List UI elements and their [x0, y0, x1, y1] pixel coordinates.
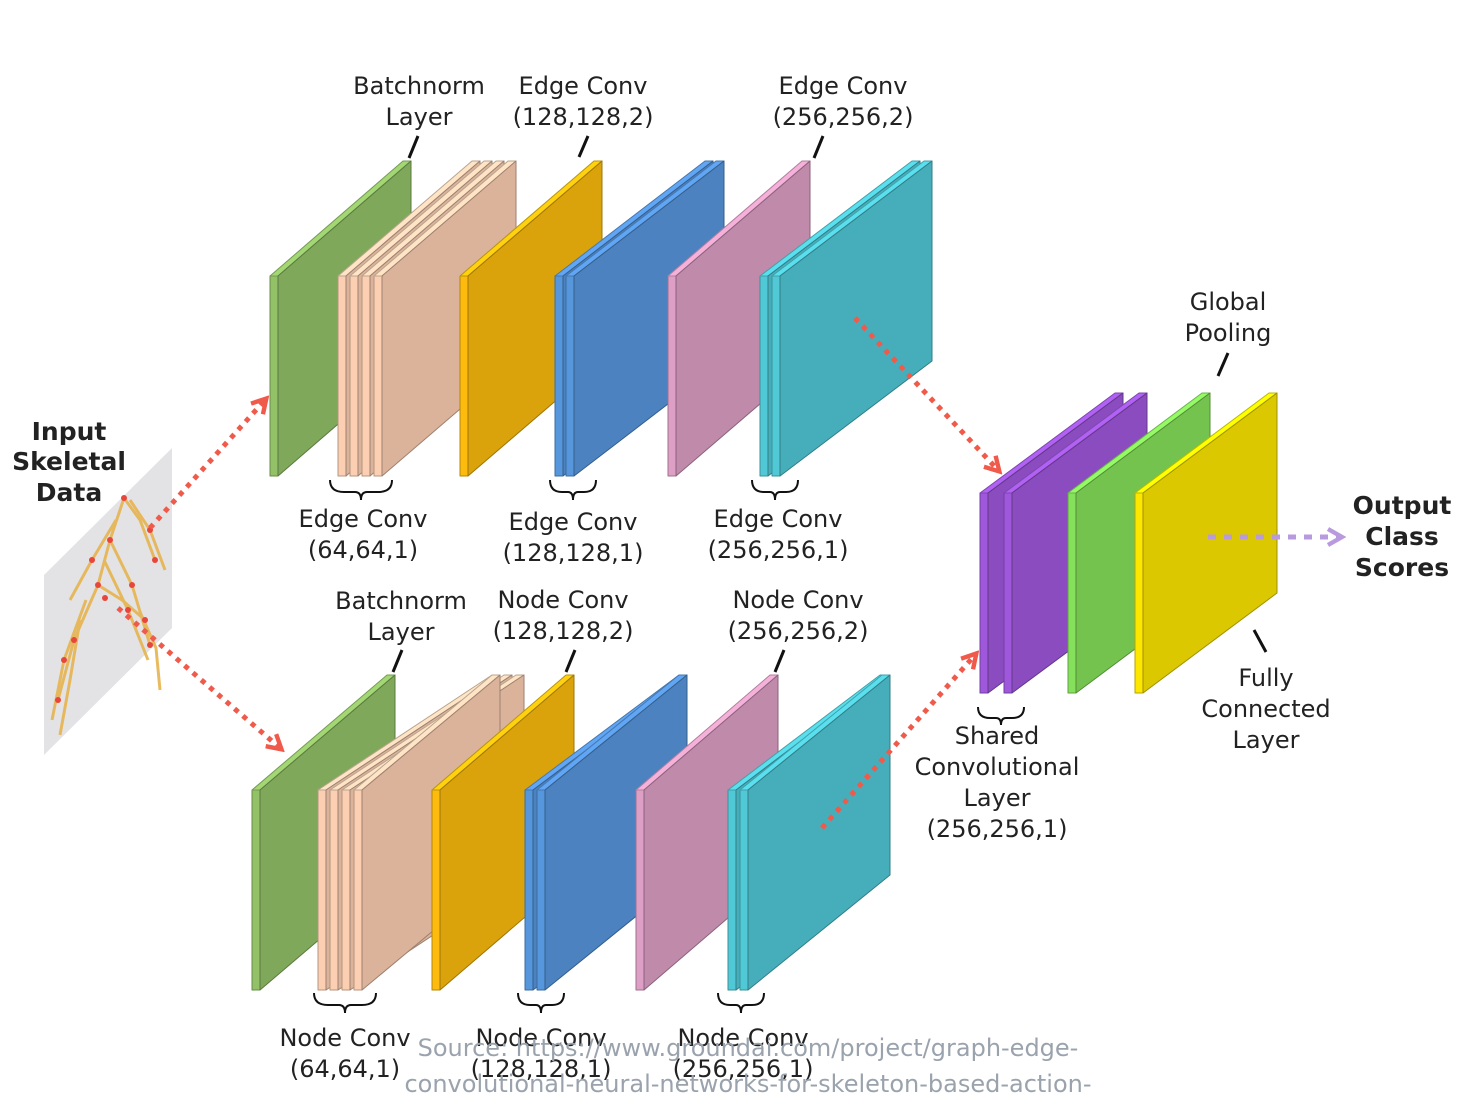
flow-arrows [116, 316, 1340, 830]
source-caption-line: Source: https://www.groundai.com/project… [418, 1034, 1079, 1062]
output-label: Scores [1355, 553, 1449, 582]
top-edgeconv256-2-label: (256,256,2) [773, 103, 914, 131]
group-braces [313, 479, 1025, 1014]
layer-stack-group [251, 160, 1278, 991]
top-edgeconv128-1-label: (128,128,1) [503, 539, 644, 567]
top-edgeconv256-1-plate-2-edge [771, 275, 781, 477]
source-caption: Source: https://www.groundai.com/project… [404, 1034, 1091, 1098]
bottom-branch-labels: Batchnorm Layer Node Conv (128,128,2) No… [279, 586, 868, 1083]
top-batchnorm-label: Layer [386, 103, 453, 131]
top-edgeconv64-plate-4-edge [373, 275, 383, 477]
top-edgeconv64-plate-3-edge [361, 275, 371, 477]
shared-conv-label: (256,256,1) [927, 815, 1068, 843]
bottom-nodeconv128-1-plate-2-edge [536, 789, 546, 991]
label-pointer-lines [391, 135, 1268, 673]
output-label: Output [1353, 491, 1452, 520]
bottom-nodeconv256-2-layer-edge [635, 789, 645, 991]
bottom-nodeconv128-2-label: Node Conv [497, 586, 628, 614]
global-pooling-label: Global [1190, 288, 1267, 316]
bottom-batchnorm-layer-edge [251, 789, 261, 991]
shared-conv-label: Convolutional [915, 753, 1080, 781]
top-edgeconv64-plate-2-edge [349, 275, 359, 477]
bottom-nodeconv256-1-plate-2-face [747, 674, 891, 991]
bottom-nodeconv256-2-label: Node Conv [732, 586, 863, 614]
bottom-batchnorm-label: Layer [368, 618, 435, 646]
top-edgeconv128-1-plate-2-edge [565, 275, 575, 477]
flow-arrow-top-to-shared [853, 316, 998, 470]
top-batchnorm-layer-edge [269, 275, 279, 477]
top-edgeconv256-1-label: Edge Conv [714, 505, 843, 533]
top-edgeconv128-1-plate-1-edge [554, 275, 564, 477]
input-label-line: Input [32, 417, 107, 446]
top-edgeconv256-2-label: Edge Conv [779, 72, 908, 100]
bottom-nodeconv64-plate-3-edge [341, 789, 351, 991]
bottom-nodeconv128-2-label: (128,128,2) [493, 617, 634, 645]
top-batchnorm-label: Batchnorm [353, 72, 485, 100]
shared-conv-label: Layer [964, 784, 1031, 812]
top-edgeconv128-2-label: Edge Conv [519, 72, 648, 100]
source-caption-line: convolutional-neural-networks-for-skelet… [404, 1070, 1091, 1098]
top-edgeconv256-2-layer-edge [667, 275, 677, 477]
bottom-nodeconv256-1-plate-1-edge [727, 789, 737, 991]
bottom-nodeconv64-label: (64,64,1) [290, 1055, 400, 1083]
fully-connected-layer-face [1142, 392, 1278, 694]
bottom-nodeconv128-1-label: (128,128,1) [471, 1055, 612, 1083]
fully-connected-label: Connected [1201, 695, 1330, 723]
flow-arrow-input-to-bottom [116, 606, 280, 748]
bottom-nodeconv256-1-label: Node Conv [677, 1024, 808, 1052]
fully-connected-label: Fully [1238, 664, 1293, 692]
bottom-batchnorm-label: Batchnorm [335, 587, 467, 615]
bottom-nodeconv64-plate-1-edge [317, 789, 327, 991]
bottom-nodeconv128-2-layer-edge [431, 789, 441, 991]
bottom-nodeconv256-2-label: (256,256,2) [728, 617, 869, 645]
input-skeleton-image [44, 448, 172, 755]
flow-arrow-input-to-top [148, 400, 265, 530]
bottom-nodeconv256-1-plate-2-edge [739, 789, 749, 991]
input-label-line: Data [36, 478, 102, 507]
top-edgeconv128-2-layer-edge [459, 275, 469, 477]
top-edgeconv64-label: (64,64,1) [308, 536, 418, 564]
bottom-nodeconv64-label: Node Conv [279, 1024, 410, 1052]
top-edgeconv128-1-label: Edge Conv [509, 508, 638, 536]
fully-connected-label: Layer [1233, 726, 1300, 754]
bottom-nodeconv128-1-label: Node Conv [475, 1024, 606, 1052]
bottom-nodeconv64-plate-4-edge [353, 789, 363, 991]
input-label: Input Skeletal Data [12, 417, 126, 507]
top-edgeconv256-1-plate-1-edge [759, 275, 769, 477]
global-pooling-label: Pooling [1185, 319, 1272, 347]
bottom-nodeconv256-1-label: (256,256,1) [673, 1055, 814, 1083]
input-label-line: Skeletal [12, 447, 126, 476]
top-edgeconv256-1-label: (256,256,1) [708, 536, 849, 564]
top-edgeconv128-2-label: (128,128,2) [513, 103, 654, 131]
output-label: Class [1365, 522, 1439, 551]
top-branch-labels: Batchnorm Layer Edge Conv (128,128,2) Ed… [299, 72, 914, 567]
top-edgeconv64-plate-1-edge [337, 275, 347, 477]
shared-conv-plate-1-edge [979, 492, 989, 694]
bottom-nodeconv128-1-plate-1-edge [524, 789, 534, 991]
fully-connected-layer-edge [1134, 492, 1144, 694]
top-edgeconv64-label: Edge Conv [299, 505, 428, 533]
head-labels: Global Pooling Shared Convolutional Laye… [915, 288, 1452, 843]
shared-conv-label: Shared [955, 722, 1040, 750]
global-pooling-layer-edge [1067, 492, 1077, 694]
bottom-nodeconv64-plate-2-edge [329, 789, 339, 991]
shared-conv-plate-2-edge [1003, 492, 1013, 694]
